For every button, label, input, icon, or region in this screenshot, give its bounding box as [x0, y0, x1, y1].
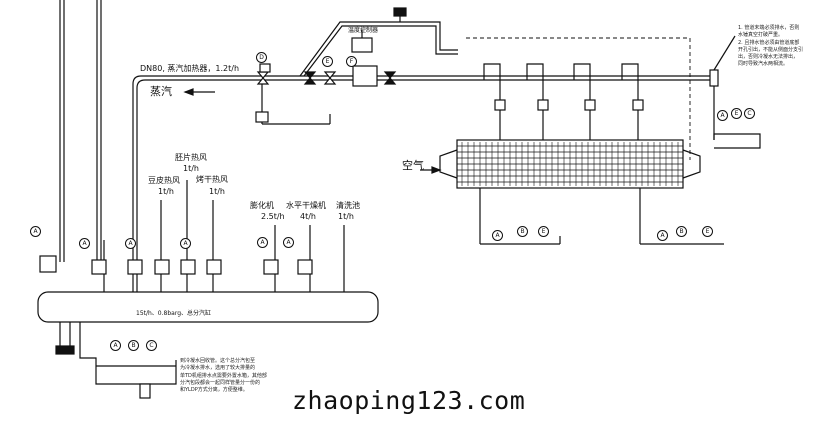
heater-line-label: DN80, 蒸汽加热器，1.2t/h	[140, 64, 240, 73]
gauge-c: C	[146, 340, 157, 351]
header-valves	[39, 255, 313, 275]
watermark: zhaoping123.com	[292, 386, 526, 415]
consumer-flow: 1t/h	[338, 212, 354, 221]
consumer-flow: 1t/h	[158, 187, 174, 196]
gauge-b: B	[128, 340, 139, 351]
gauge-a: A	[30, 226, 41, 237]
gauge-a: A	[257, 237, 268, 248]
consumer-name: 胚片热风	[175, 153, 207, 162]
consumer-name: 豆皮热风	[148, 176, 180, 185]
gauge-c: C	[744, 108, 755, 119]
top-line-valves	[256, 63, 397, 87]
steam-arrow	[183, 88, 215, 96]
heat-exchanger	[439, 139, 701, 189]
bottom-note: 到冷凝水回收管。这个总分汽包至 为冷凝水排水，选用了较大排量的 单TD机组排水点…	[180, 358, 267, 393]
gauge-e: E	[731, 108, 742, 119]
consumer-name: 清洗池	[336, 201, 360, 210]
consumer-flow: 4t/h	[300, 212, 316, 221]
gauge-e: E	[322, 56, 333, 67]
air-arrow	[420, 166, 442, 174]
gauge-e: E	[538, 226, 549, 237]
consumer-flow: 1t/h	[183, 164, 199, 173]
consumer-name: 水平干燥机	[286, 201, 326, 210]
gauge-a: A	[79, 238, 90, 249]
gauge-b: B	[676, 226, 687, 237]
gauge-a: A	[110, 340, 121, 351]
top-left-risers	[59, 0, 102, 262]
gauge-a: A	[657, 230, 668, 241]
header-drum	[37, 291, 379, 323]
consumer-flow: 2.5t/h	[261, 212, 285, 221]
gauge-a: A	[125, 238, 136, 249]
bottom-drain	[55, 322, 177, 399]
gauge-a: A	[492, 230, 503, 241]
right-end-drain	[709, 35, 761, 149]
steam-label: 蒸汽	[150, 85, 172, 98]
heater-trap	[255, 84, 331, 125]
bypass-loop	[299, 7, 458, 77]
gauge-d: D	[256, 52, 267, 63]
gauge-a: A	[180, 238, 191, 249]
air-label: 空气	[402, 159, 424, 172]
drop-valves	[494, 99, 644, 111]
gauge-a: A	[717, 110, 728, 121]
header-label: 15t/h、0.8barg、总分汽缸	[136, 310, 212, 317]
consumer-flow: 1t/h	[209, 187, 225, 196]
gauge-b: B	[517, 226, 528, 237]
gauge-a: A	[283, 237, 294, 248]
gauge-e: E	[702, 226, 713, 237]
main-steam-line	[132, 75, 714, 292]
dashed-lines	[466, 37, 691, 160]
gauge-f: F	[346, 56, 357, 67]
right-note: 1. 管道末端必须排水，否则 水锤真空打破严重。 2. 且排水管必须由管道底部 …	[738, 25, 804, 68]
consumer-name: 烤干热风	[196, 175, 228, 184]
exchanger-outlets	[479, 188, 724, 245]
consumer-name: 膨化机	[250, 201, 274, 210]
consumer-risers	[103, 180, 345, 292]
controller-label: 温度控制器	[348, 27, 379, 34]
